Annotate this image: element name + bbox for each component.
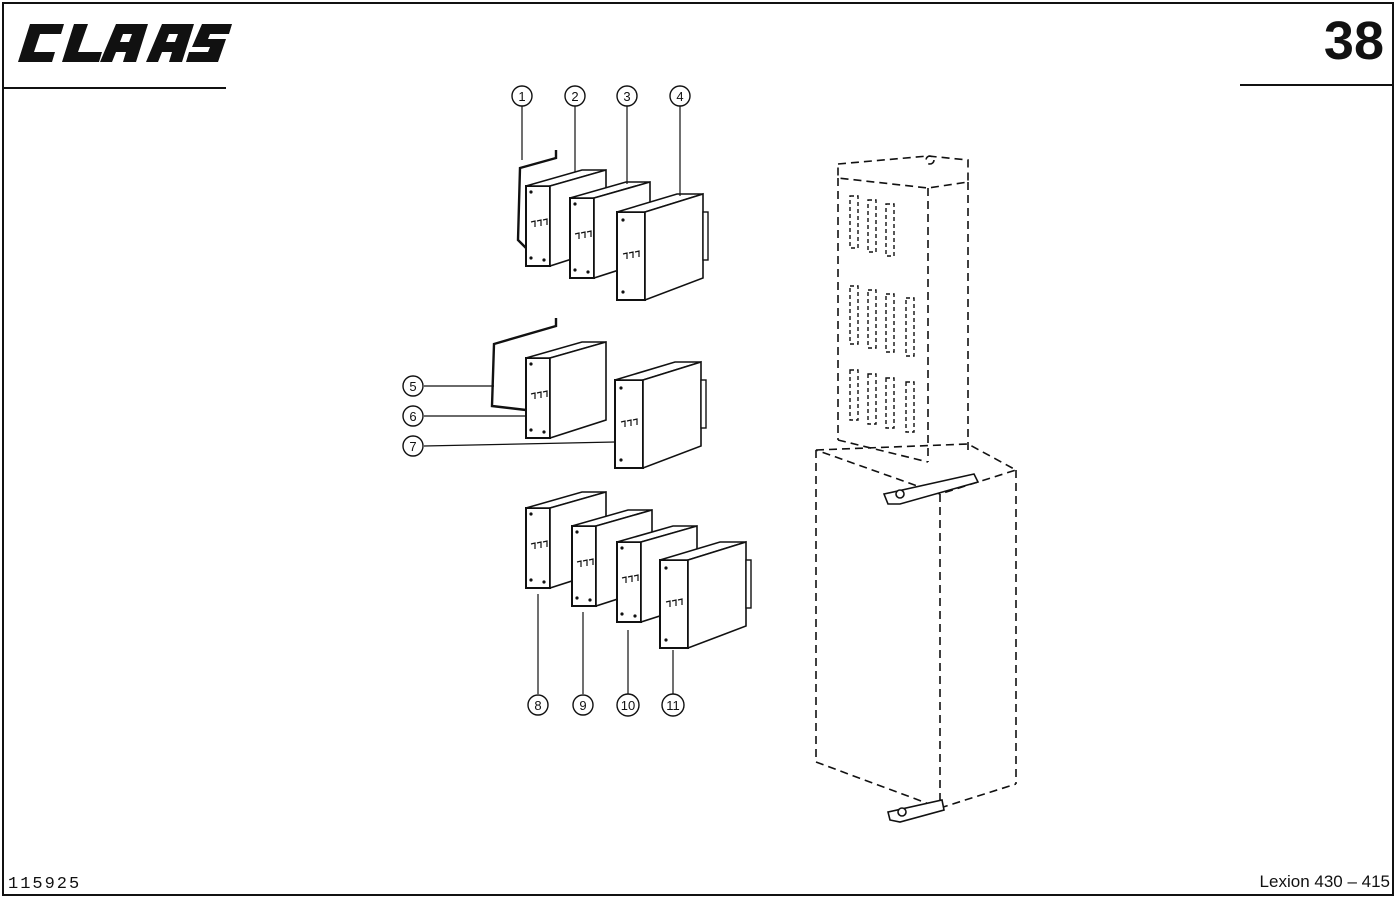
claas-logo <box>18 24 232 62</box>
callout-5: 5 <box>409 379 416 394</box>
callout-9: 9 <box>579 698 586 713</box>
relay-7 <box>614 361 707 469</box>
document-id: 115925 <box>8 875 82 894</box>
mounting-bracket-upper <box>882 473 980 505</box>
callout-6: 6 <box>409 409 416 424</box>
callout-3: 3 <box>623 89 630 104</box>
callout-2: 2 <box>571 89 578 104</box>
callout-10: 10 <box>621 698 635 713</box>
retaining-spring-5 <box>490 318 558 412</box>
callout-4: 4 <box>676 89 683 104</box>
mounting-bracket-lower <box>887 799 945 823</box>
callout-1: 1 <box>518 89 525 104</box>
relay-4 <box>616 193 709 301</box>
model-label: Lexion 430 – 415 <box>1259 872 1390 891</box>
callout-11: 11 <box>666 698 680 713</box>
page-number: 38 <box>1323 11 1384 71</box>
header-rule-left <box>2 87 226 89</box>
leader-lines <box>423 106 681 694</box>
header-rule-right <box>1240 84 1394 86</box>
relay-11 <box>659 541 752 649</box>
relay-holder-lower <box>815 443 1019 809</box>
relay-holder-upper <box>837 155 969 463</box>
callout-7: 7 <box>409 439 416 454</box>
callout-8: 8 <box>534 698 541 713</box>
retaining-spring-1 <box>516 150 558 249</box>
holder-slots <box>849 195 915 433</box>
callouts <box>402 85 691 717</box>
relay-6 <box>525 341 607 439</box>
